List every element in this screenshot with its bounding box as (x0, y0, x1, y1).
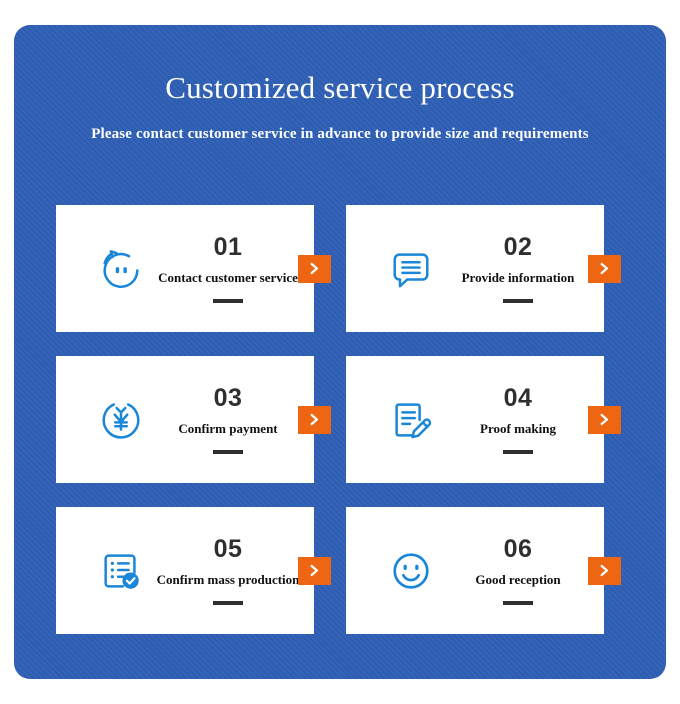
step-dash (213, 600, 243, 605)
step-card-body: 06 Good reception (436, 534, 621, 605)
step-next-badge[interactable] (298, 254, 331, 283)
speech-bubble-lines-icon (380, 246, 442, 292)
step-label: Proof making (480, 420, 556, 436)
step-number: 03 (213, 383, 243, 412)
page-title: Customized service process (165, 70, 515, 105)
step-label: Confirm payment (178, 420, 278, 436)
page-subtitle: Please contact customer service in advan… (91, 126, 589, 142)
step-card-body: 05 Confirm mass production (146, 534, 331, 605)
process-panel: Customized service process Please contac… (14, 25, 666, 679)
chat-face-icon (90, 246, 152, 292)
panel-header: Customized service process Please contac… (14, 25, 666, 142)
step-next-badge[interactable] (588, 405, 621, 434)
checklist-check-icon (90, 548, 152, 594)
step-number: 04 (503, 383, 533, 412)
steps-grid: 01 Contact customer service (56, 205, 632, 634)
step-card-body: 03 Confirm payment (146, 383, 331, 454)
step-card-body: 02 Provide information (436, 232, 621, 303)
document-pencil-icon (380, 397, 442, 443)
step-number: 01 (213, 232, 243, 261)
step-next-badge[interactable] (298, 556, 331, 585)
step-next-badge[interactable] (588, 556, 621, 585)
step-dash (503, 298, 533, 303)
step-card-01[interactable]: 01 Contact customer service (56, 205, 331, 332)
step-number: 06 (503, 534, 533, 563)
step-label: Good reception (475, 571, 561, 587)
step-label: Confirm mass production (156, 571, 300, 587)
step-dash (213, 449, 243, 454)
step-card-02[interactable]: 02 Provide information (346, 205, 621, 332)
step-number: 05 (213, 534, 243, 563)
step-number: 02 (503, 232, 533, 261)
step-label: Contact customer service (158, 269, 298, 285)
step-next-badge[interactable] (588, 254, 621, 283)
step-card-body: 01 Contact customer service (146, 232, 331, 303)
step-dash (503, 449, 533, 454)
step-next-badge[interactable] (298, 405, 331, 434)
smiley-face-icon (380, 548, 442, 594)
step-card-06[interactable]: 06 Good reception (346, 507, 621, 634)
step-label: Provide information (461, 269, 575, 285)
step-dash (503, 600, 533, 605)
step-card-04[interactable]: 04 Proof making (346, 356, 621, 483)
yen-circle-icon (90, 397, 152, 443)
step-card-body: 04 Proof making (436, 383, 621, 454)
step-card-05[interactable]: 05 Confirm mass production (56, 507, 331, 634)
step-card-03[interactable]: 03 Confirm payment (56, 356, 331, 483)
step-dash (213, 298, 243, 303)
